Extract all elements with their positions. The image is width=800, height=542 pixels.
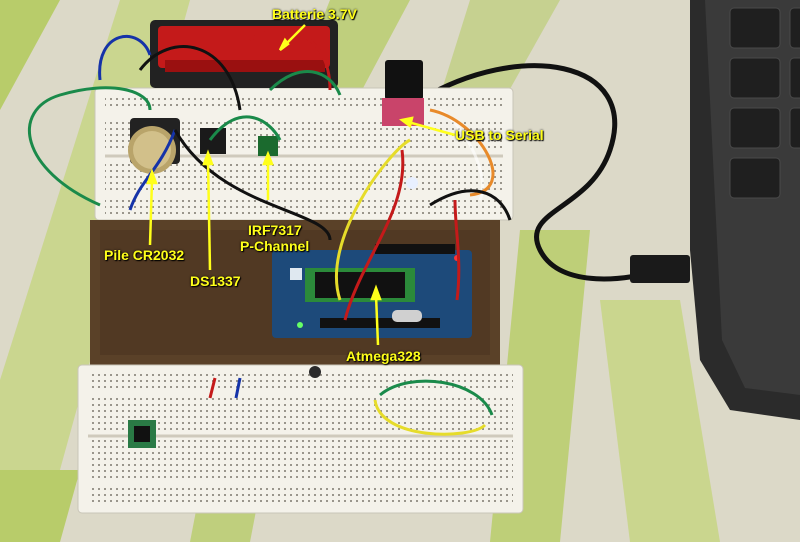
usb-serial-adapter: [382, 60, 424, 126]
label-pile-cr2032: Pile CR2032: [104, 247, 185, 263]
label-battery: Batterie 3.7V: [272, 6, 357, 22]
label-usb-serial: USB to Serial: [455, 127, 544, 143]
battery-holder: [150, 20, 338, 88]
label-p-channel: P-Channel: [240, 238, 310, 254]
irf7317-chip: [258, 136, 278, 156]
label-irf7317: IRF7317: [248, 222, 302, 238]
annotation-arrows: [146, 24, 456, 346]
ds1337-chip: [200, 128, 226, 154]
arduino-board: [272, 177, 472, 338]
laptop: [690, 0, 800, 420]
label-atmega328: Atmega328: [346, 348, 421, 364]
usb-cable: [418, 63, 690, 283]
bottom-breadboard: [77, 364, 524, 514]
label-ds1337: DS1337: [190, 273, 241, 289]
